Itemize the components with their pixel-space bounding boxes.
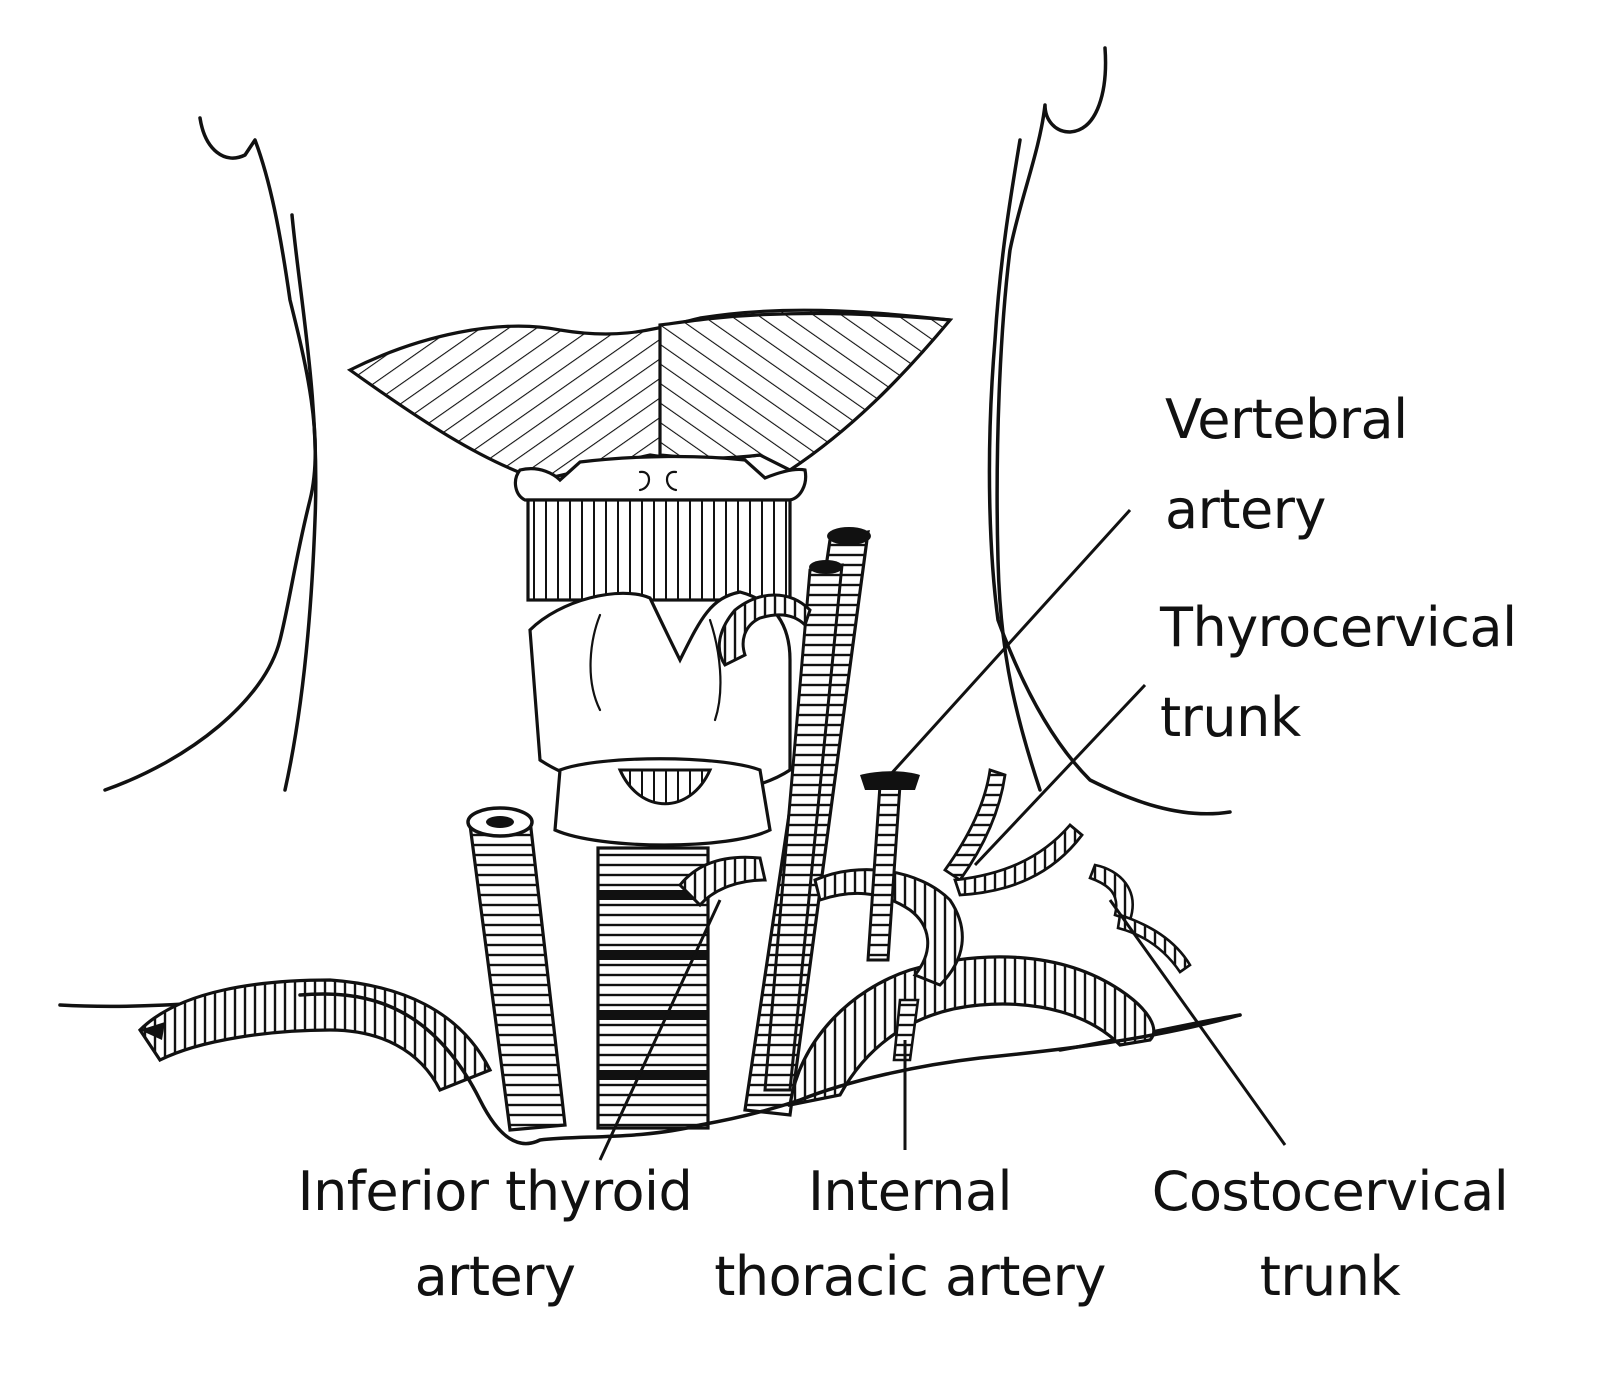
right-common-carotid — [466, 806, 567, 1132]
label-inferior-thyroid-line2: artery — [414, 1245, 576, 1308]
left-subclavian — [788, 868, 1156, 1108]
leader-costocervical — [1108, 899, 1287, 1146]
left-internal-jugular — [763, 560, 844, 1092]
suprahyoid-muscle — [346, 308, 954, 482]
internal-thoracic-vessel — [892, 998, 920, 1062]
vertebral-artery-vessel — [860, 771, 920, 962]
thyrohyoid-membrane — [526, 498, 792, 602]
thyrocervical-branches — [943, 768, 1084, 897]
label-internal-thoracic-line2: thoracic artery — [714, 1245, 1106, 1308]
label-vertebral-line2: artery — [1165, 478, 1326, 541]
leader-vertebral — [888, 508, 1132, 777]
label-costocervical-line1: Costocervical — [1151, 1160, 1509, 1223]
label-thyrocervical-line1: Thyrocervical — [1160, 596, 1517, 659]
superior-thyroid-artery — [717, 593, 812, 667]
right-subclavian — [137, 978, 493, 1093]
hyoid-bone — [513, 454, 808, 502]
inferior-thyroid-loop — [677, 855, 767, 908]
label-thyrocervical-line2: trunk — [1160, 686, 1301, 749]
label-costocervical-line2: trunk — [1259, 1245, 1401, 1308]
cricoid-cartilage — [553, 757, 772, 847]
label-inferior-thyroid-line1: Inferior thyroid — [297, 1160, 693, 1223]
label-vertebral-line1: Vertebral — [1165, 388, 1408, 451]
leader-inferior-thyroid — [598, 899, 722, 1161]
costocervical-branches — [1088, 863, 1192, 974]
label-internal-thoracic-line1: Internal — [807, 1160, 1013, 1223]
leader-thyrocervical — [973, 683, 1147, 867]
leader-lines — [598, 508, 1287, 1161]
clavicle-outline — [298, 992, 1242, 1146]
